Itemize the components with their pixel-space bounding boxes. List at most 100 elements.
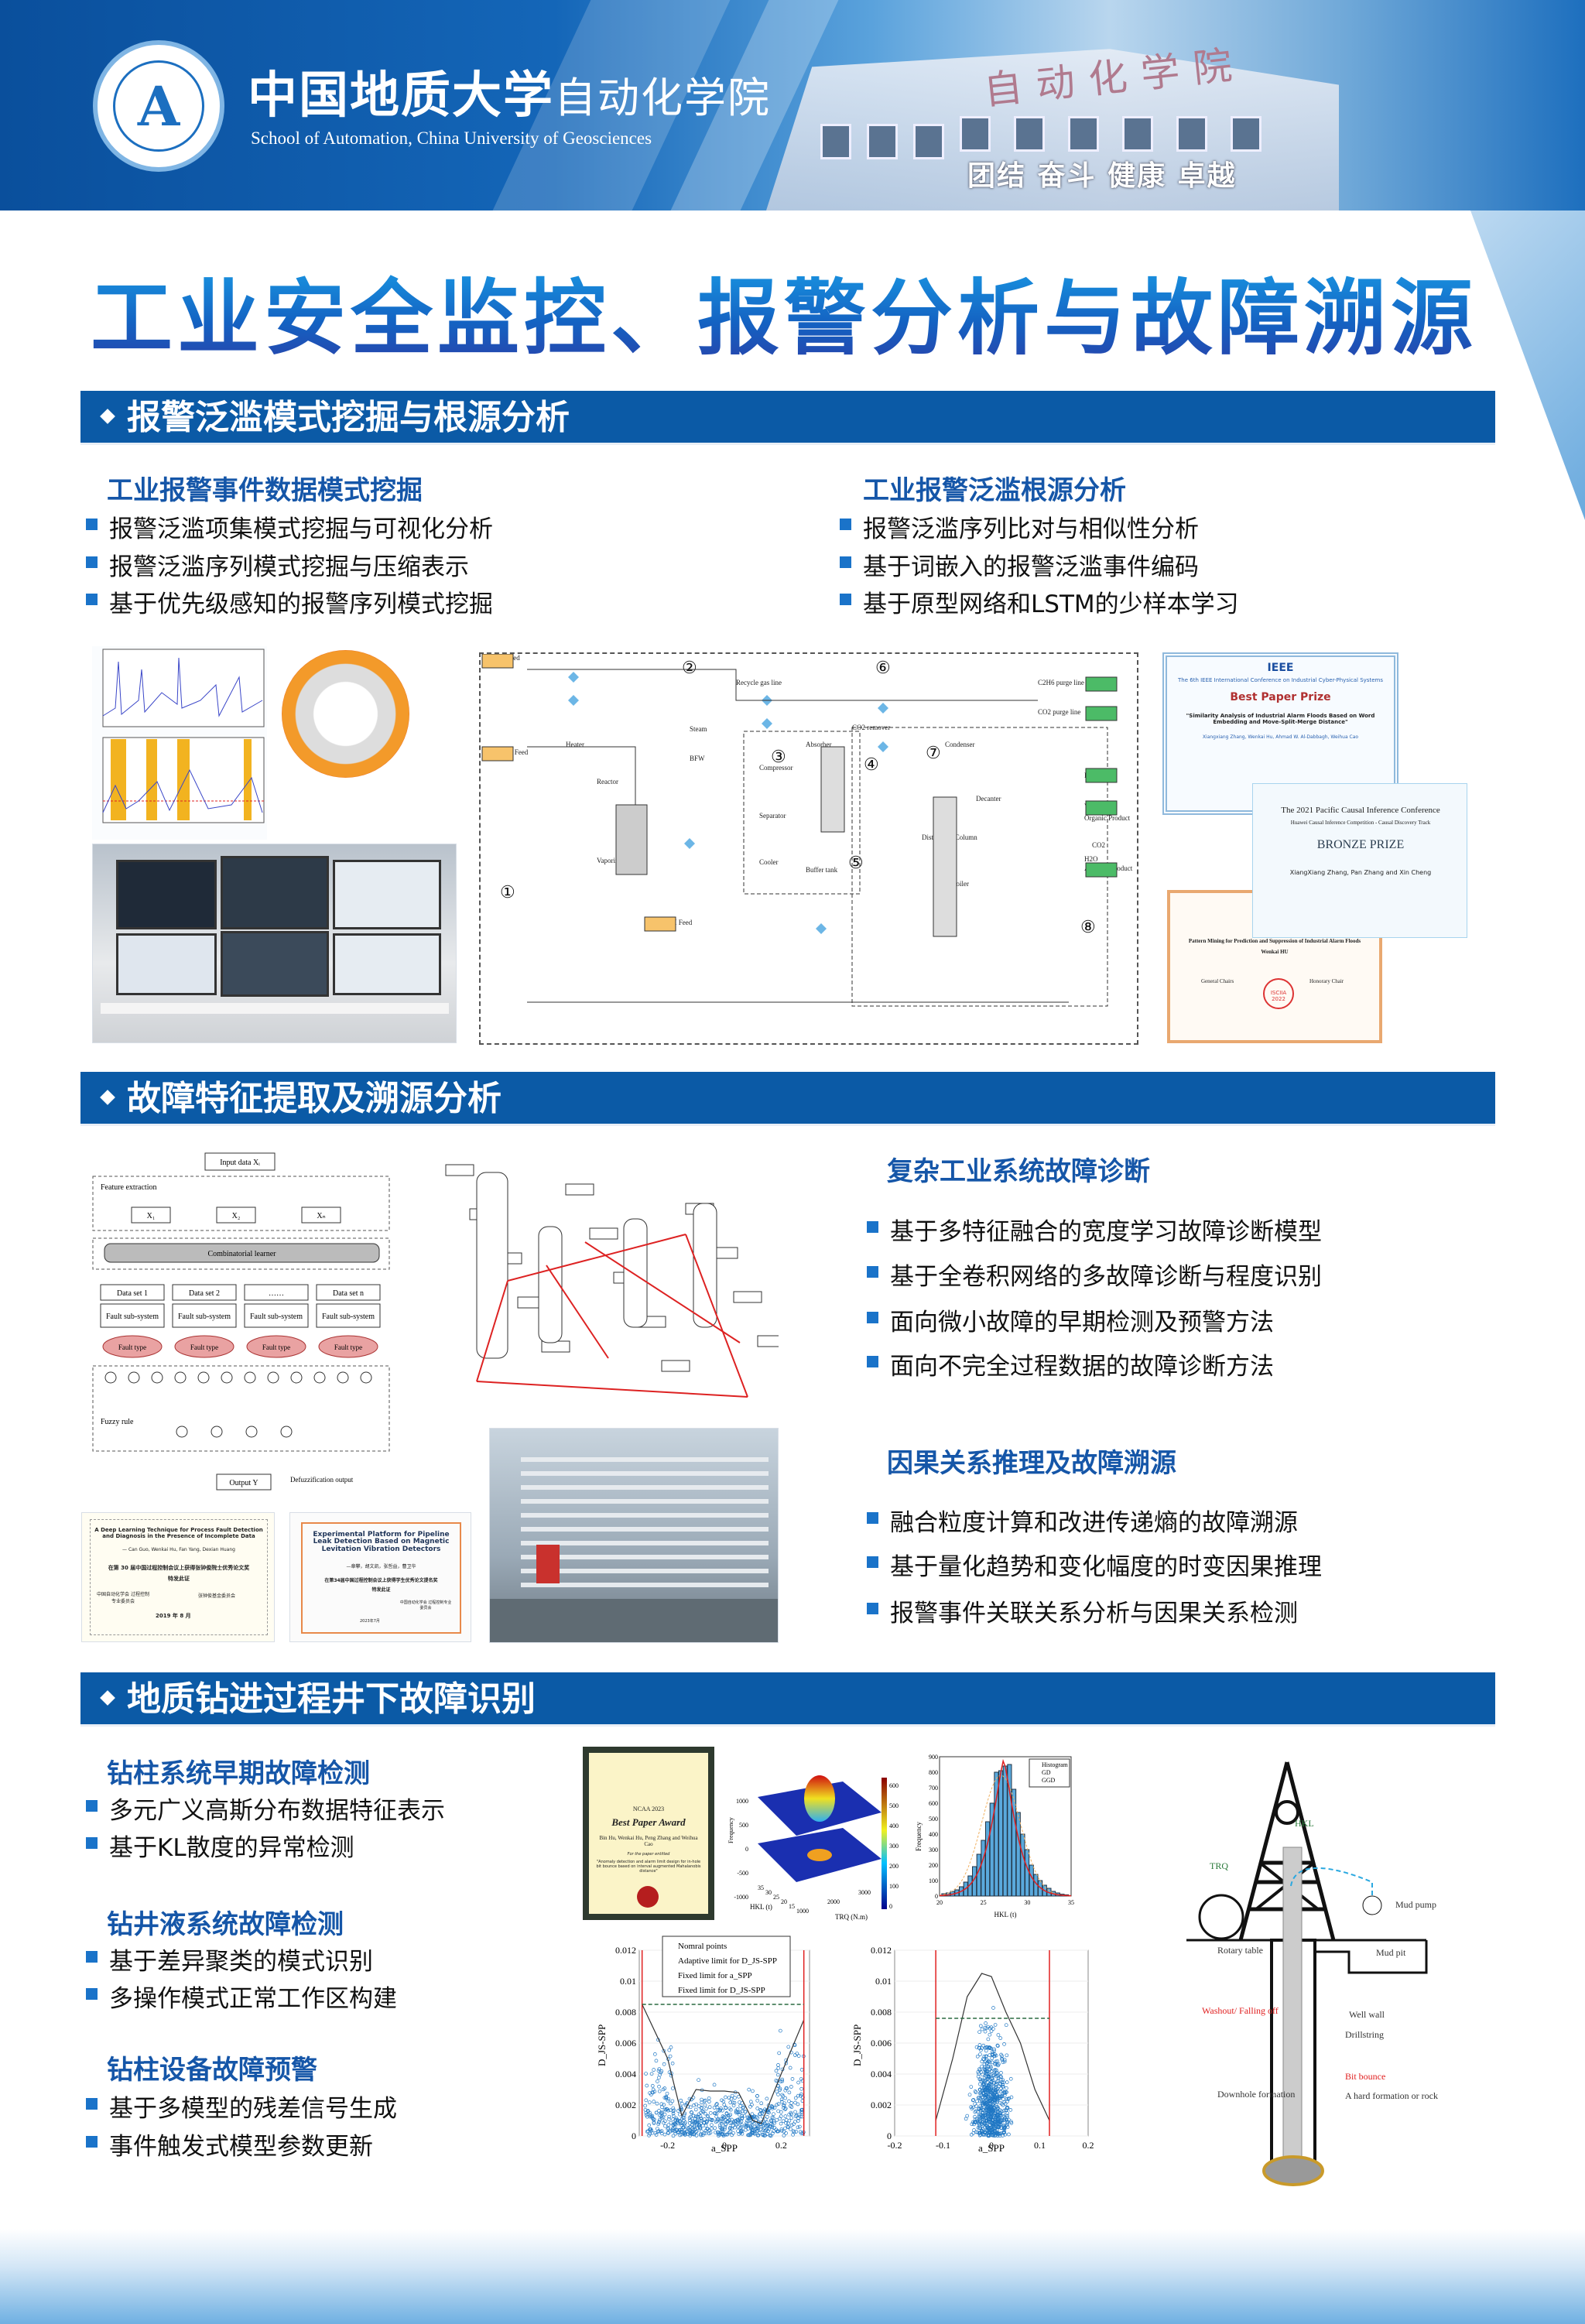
node-circle: [245, 1426, 258, 1438]
rig-line: [1238, 1761, 1289, 1941]
data-point: [990, 2053, 994, 2058]
data-point: [1002, 2100, 1007, 2104]
data-point: [779, 2110, 783, 2114]
data-point: [990, 2069, 994, 2074]
data-point: [779, 2128, 784, 2133]
data-point: [984, 2059, 988, 2063]
data-point: [716, 2108, 721, 2112]
unit-number: ①: [500, 882, 515, 902]
data-point: [682, 2116, 686, 2120]
data-point: [678, 2120, 682, 2124]
cert-prize: Best Paper Prize: [1230, 691, 1331, 703]
data-point: [983, 2125, 988, 2130]
data-point: [999, 2094, 1004, 2098]
equipment-box: [757, 1335, 779, 1347]
y-tick: 0.012: [871, 1945, 892, 1956]
y-tick: 1000: [796, 1908, 809, 1915]
data-point: [1005, 2121, 1009, 2126]
data-point: [669, 2128, 674, 2133]
data-point: [644, 2113, 649, 2117]
sensor-marker: [684, 838, 695, 849]
x-tick: 30: [1024, 1899, 1030, 1906]
data-point: [740, 2129, 745, 2134]
data-point: [998, 2074, 1002, 2079]
unit-number: ⑦: [926, 743, 941, 762]
legend-entry: Fixed limit for D_JS-SPP: [678, 1986, 765, 1995]
data-point: [736, 2125, 741, 2129]
data-point: [665, 2091, 669, 2096]
legend-box: [662, 1936, 791, 1997]
data-point: [994, 2129, 998, 2134]
histogram-bar: [998, 1770, 1004, 1897]
data-point: [997, 2084, 1001, 2089]
cert-authors: Xiangxiang Zhang, Wenkai Hu, Ahmad W. Al…: [1202, 734, 1359, 740]
data-point: [727, 2096, 731, 2100]
data-point: [995, 2117, 1000, 2122]
data-point: [974, 2090, 978, 2095]
data-point: [984, 2072, 988, 2076]
y-tick: 0.01: [875, 1976, 892, 1987]
data-point: [667, 2114, 672, 2119]
data-point: [743, 2110, 748, 2114]
causality-arrow: [584, 1241, 741, 1343]
data-point: [645, 2114, 649, 2119]
data-point: [693, 2107, 698, 2112]
data-point: [714, 2120, 718, 2124]
data-point: [678, 2133, 682, 2137]
data-point: [990, 2076, 994, 2081]
data-point: [977, 2082, 982, 2086]
data-point: [978, 2126, 982, 2131]
alarm-circular-visualization: [282, 650, 409, 778]
data-point: [978, 2099, 982, 2103]
y-tick: 0.012: [615, 1945, 636, 1956]
y-tick: 300: [929, 1847, 938, 1853]
data-point: [793, 2110, 797, 2114]
colorbar-tick: 300: [889, 1843, 899, 1850]
data-point: [991, 2122, 995, 2127]
data-point: [727, 2107, 732, 2110]
cert-honorary: Honorary Chair: [1309, 978, 1344, 984]
data-point: [670, 2099, 675, 2103]
data-point: [979, 2092, 984, 2096]
unit-boundary: [851, 727, 1108, 1007]
fault-subsystem-box: [316, 1303, 381, 1328]
data-point: [796, 2102, 800, 2107]
data-point: [799, 2131, 803, 2136]
data-point: [977, 2068, 982, 2072]
node-circle: [176, 1426, 188, 1438]
data-point: [976, 2074, 981, 2079]
node-circle: [313, 1371, 326, 1384]
fault-type-label: Fault type: [334, 1343, 362, 1351]
university-cn: 中国地质大学: [248, 67, 554, 125]
data-point: [992, 2080, 997, 2085]
data-point: [721, 2127, 724, 2132]
data-point: [656, 2079, 659, 2083]
data-point: [720, 2098, 724, 2103]
data-point: [765, 2132, 769, 2136]
causality-arrow: [476, 1381, 748, 1398]
data-point: [988, 2120, 992, 2125]
data-point: [700, 2109, 705, 2114]
data-point: [723, 2132, 727, 2137]
data-point: [977, 2133, 982, 2137]
data-point: [983, 2085, 988, 2090]
data-point: [993, 2096, 998, 2100]
data-point: [751, 2127, 755, 2132]
data-point: [998, 2119, 1001, 2123]
data-point: [782, 2129, 786, 2134]
fault-type-ellipse: [174, 1335, 234, 1358]
pipeline-platform-photo: [489, 1428, 779, 1643]
x-tick: 30: [765, 1889, 772, 1896]
data-point: [970, 2107, 974, 2110]
data-point: [993, 2121, 997, 2126]
data-point: [972, 2122, 976, 2127]
data-point: [974, 2045, 979, 2049]
data-point: [727, 2118, 731, 2122]
data-point: [769, 2134, 773, 2138]
data-point: [1001, 2118, 1005, 2123]
cert-title: Experimental Platform for Pipeline Leak …: [313, 1531, 450, 1553]
data-point: [710, 2127, 714, 2131]
crown-block: [1275, 1800, 1299, 1825]
data-point: [724, 2112, 729, 2116]
